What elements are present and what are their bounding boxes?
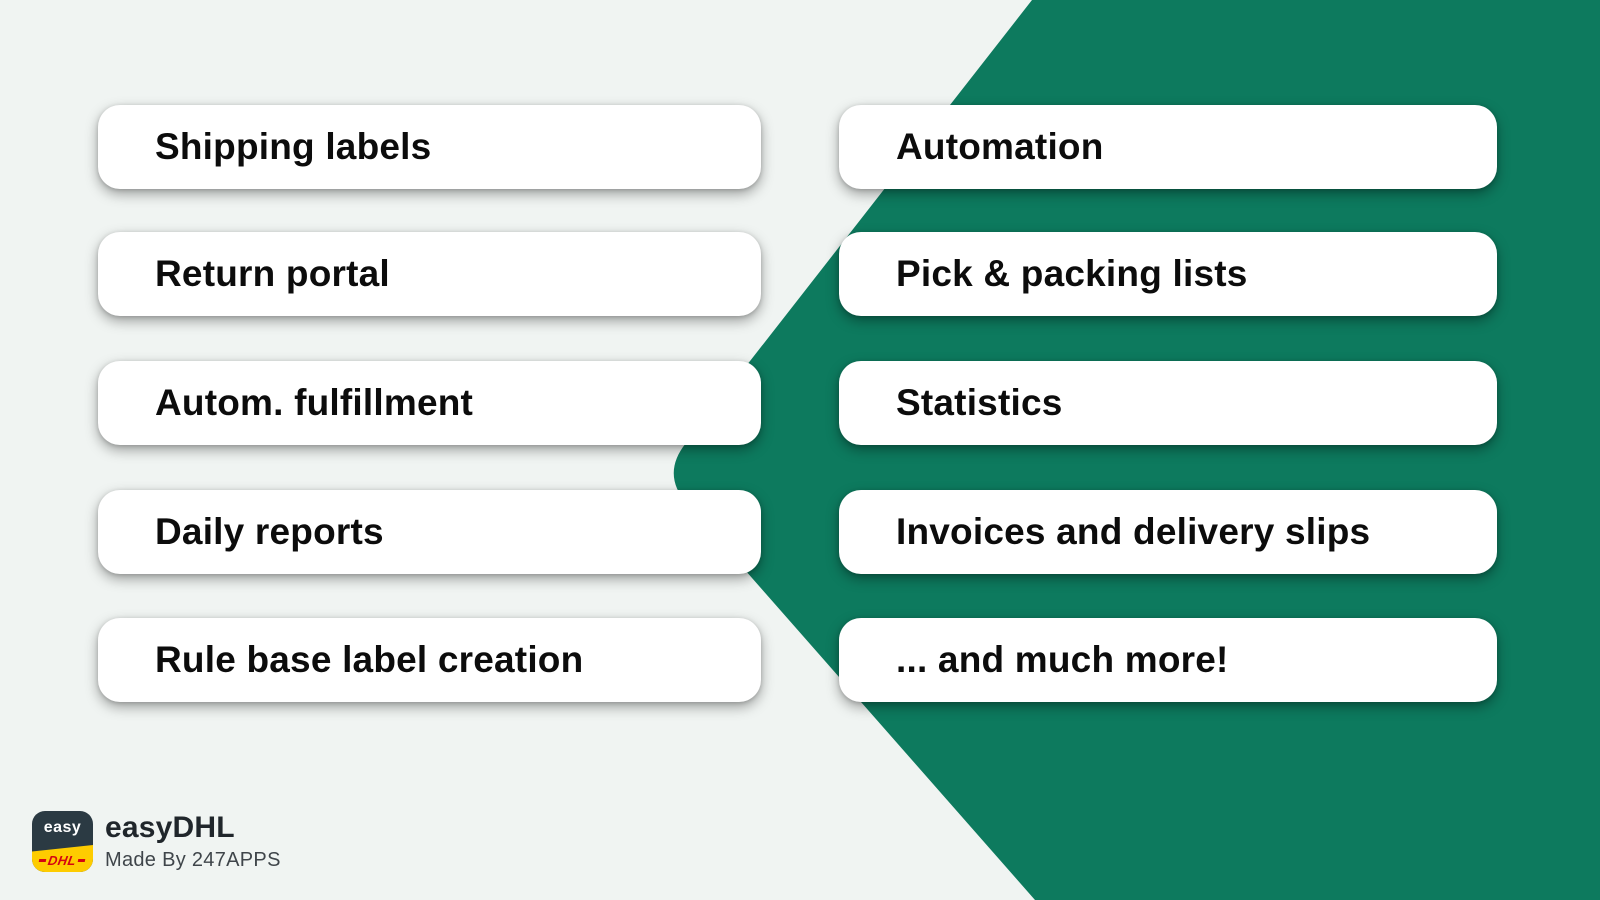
dhl-stripe-right: [78, 858, 86, 862]
card-label: Rule base label creation: [155, 639, 584, 680]
dhl-logo-text: DHL: [47, 852, 78, 868]
card-pick-packing-lists: Pick & packing lists: [839, 232, 1497, 316]
card-label: ... and much more!: [896, 639, 1229, 680]
card-statistics: Statistics: [839, 361, 1497, 445]
brand-lockup: easy DHL easyDHL Made By 247APPS: [32, 811, 281, 872]
card-and-much-more: ... and much more!: [839, 618, 1497, 702]
dhl-yellow-band: DHL: [32, 845, 93, 872]
brand-text: easyDHL Made By 247APPS: [105, 811, 281, 871]
card-autom-fulfillment: Autom. fulfillment: [98, 361, 761, 445]
card-label: Invoices and delivery slips: [896, 511, 1371, 552]
card-daily-reports: Daily reports: [98, 490, 761, 574]
card-label: Daily reports: [155, 511, 384, 552]
card-automation: Automation: [839, 105, 1497, 189]
card-return-portal: Return portal: [98, 232, 761, 316]
card-label: Shipping labels: [155, 126, 432, 167]
card-label: Pick & packing lists: [896, 253, 1248, 294]
card-label: Autom. fulfillment: [155, 382, 474, 423]
card-rule-base-label-creation: Rule base label creation: [98, 618, 761, 702]
card-shipping-labels: Shipping labels: [98, 105, 761, 189]
dhl-stripe-left: [39, 858, 47, 862]
app-subtitle: Made By 247APPS: [105, 849, 281, 871]
card-label: Automation: [896, 126, 1104, 167]
easydhl-app-icon: easy DHL: [32, 811, 93, 872]
card-invoices-delivery-slips: Invoices and delivery slips: [839, 490, 1497, 574]
icon-easy-label: easy: [43, 819, 82, 836]
card-label: Return portal: [155, 253, 390, 294]
dhl-logo: DHL: [38, 852, 87, 868]
app-title: easyDHL: [105, 811, 235, 844]
card-label: Statistics: [896, 382, 1063, 423]
